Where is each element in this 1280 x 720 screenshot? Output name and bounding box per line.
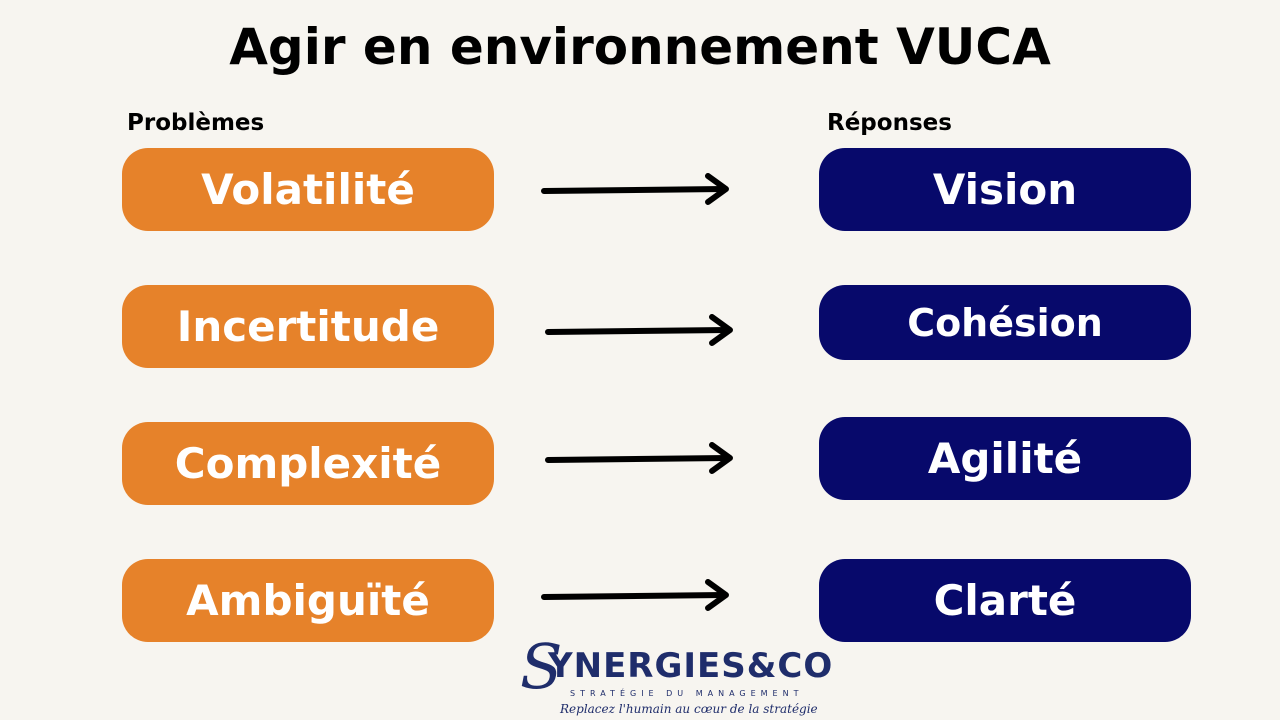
right-arrow-icon <box>544 439 744 479</box>
answer-label: Agilité <box>927 434 1083 483</box>
right-arrow-icon <box>540 576 740 616</box>
answer-box-cohesion: Cohésion <box>819 285 1191 360</box>
problem-box-complexity: Complexité <box>122 422 494 505</box>
problem-label: Volatilité <box>201 165 415 214</box>
right-arrow-icon <box>544 311 744 351</box>
logo-wordmark: YNERGIES&CO <box>548 646 834 686</box>
answer-label: Clarté <box>933 576 1077 625</box>
problems-header: Problèmes <box>127 110 265 136</box>
problem-label: Incertitude <box>176 302 440 351</box>
logo-tagline: Replacez l'humain au cœur de la stratégi… <box>560 702 818 716</box>
problem-box-volatility: Volatilité <box>122 148 494 231</box>
answers-header: Réponses <box>827 110 952 136</box>
answer-box-agility: Agilité <box>819 417 1191 500</box>
synergies-logo: S YNERGIES&CO STRATÉGIE DU MANAGEMENT Re… <box>520 636 832 720</box>
logo-initial: S <box>520 630 563 703</box>
problem-box-ambiguity: Ambiguïté <box>122 559 494 642</box>
answer-box-vision: Vision <box>819 148 1191 231</box>
right-arrow-icon <box>540 170 740 210</box>
logo-subtitle: STRATÉGIE DU MANAGEMENT <box>570 689 804 698</box>
problem-box-uncertainty: Incertitude <box>122 285 494 368</box>
answer-box-clarity: Clarté <box>819 559 1191 642</box>
problem-label: Complexité <box>174 439 442 488</box>
page-title: Agir en environnement VUCA <box>229 18 1051 76</box>
answer-label: Cohésion <box>907 300 1103 345</box>
problem-label: Ambiguïté <box>186 576 430 625</box>
answer-label: Vision <box>932 165 1078 214</box>
